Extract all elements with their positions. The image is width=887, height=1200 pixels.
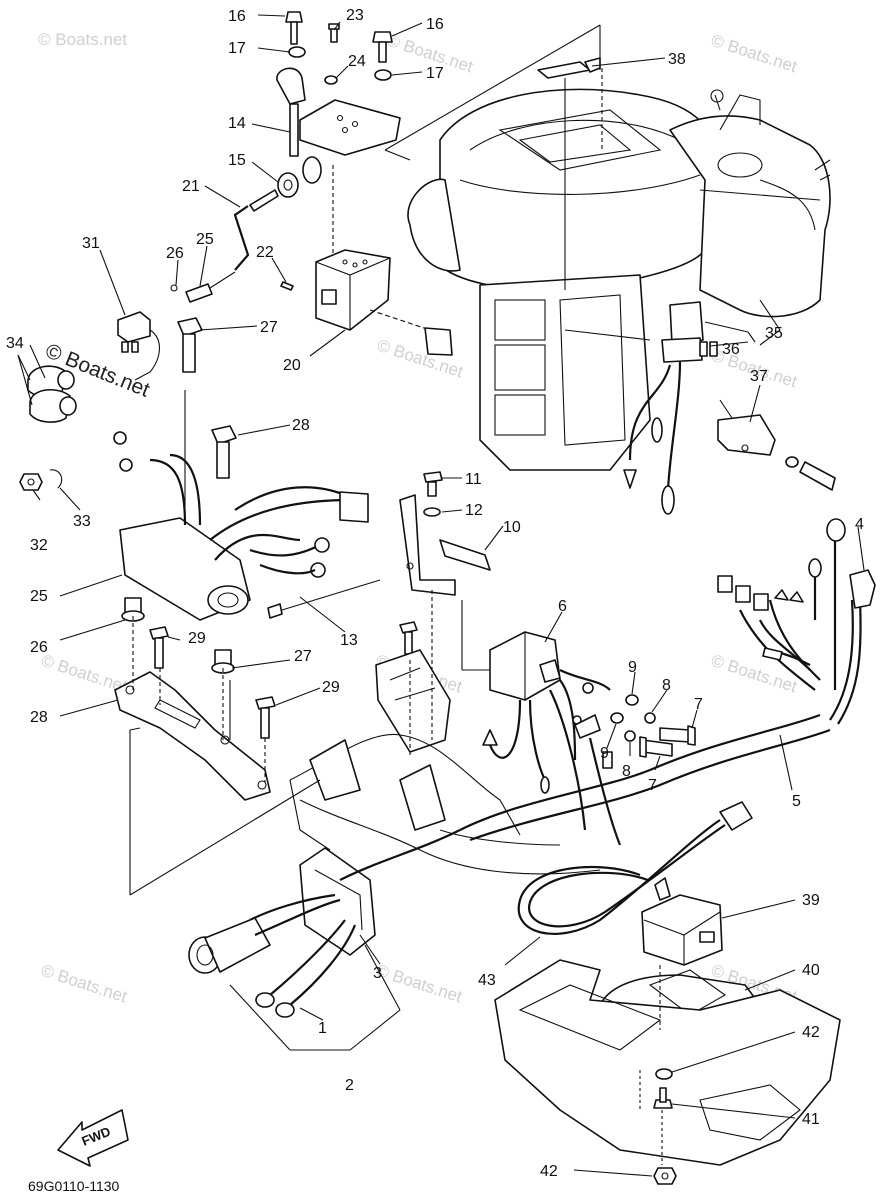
part-3-grommet: [249, 829, 461, 956]
part-7-8-9-hardware: [610, 694, 696, 758]
callout-39: 40: [802, 962, 820, 979]
callout-38: 39: [802, 892, 820, 909]
callout-9b: 9: [600, 745, 609, 762]
part-30-switch: [117, 311, 160, 381]
part-37-clip: [537, 57, 603, 290]
callout-18: 20: [283, 357, 301, 374]
callout-16a: 16: [228, 8, 246, 25]
callout-34: 35: [765, 325, 783, 342]
part-36-bracket: [717, 414, 836, 491]
callout-43: 43: [478, 972, 496, 989]
callout-5: 5: [792, 793, 801, 810]
callout-7a: 7: [694, 696, 703, 713]
callout-3: 3: [373, 965, 382, 982]
part-5-harness: [459, 518, 876, 842]
callout-21: 23: [346, 7, 364, 24]
callout-24: 26: [166, 245, 184, 262]
phantom-lines: [129, 390, 661, 1030]
callout-41: 42: [802, 1024, 820, 1041]
watermark: © Boats.net: [374, 961, 465, 1007]
watermark: © Boats.net: [38, 30, 127, 49]
callout-28: 28: [30, 709, 48, 726]
callout-16b: 16: [426, 16, 444, 33]
part-27-bolts: [177, 317, 237, 479]
part-6-rectifier: [482, 631, 622, 846]
callout-29a: 29: [188, 630, 206, 647]
callout-17a: 17: [228, 40, 246, 57]
engine-assembly: [407, 88, 831, 471]
watermark: © Boats.net: [39, 961, 130, 1007]
diagram-code: 69G0110-1130: [28, 1178, 120, 1194]
callout-10: 10: [503, 519, 521, 536]
callout-40: 41: [802, 1111, 820, 1128]
callout-6: 6: [558, 598, 567, 615]
callout-35: 36: [722, 341, 740, 358]
part-13-tie: [267, 579, 381, 619]
part-26-spacers: [121, 597, 235, 674]
callout-26a: 26: [30, 639, 48, 656]
watermark: © Boats.net: [375, 336, 466, 382]
part-28-plate: [114, 671, 271, 801]
callout-9a: 9: [628, 659, 637, 676]
watermark: © Boats.net: [709, 31, 800, 77]
callout-11: 11: [465, 471, 482, 488]
part-34-connector: [564, 301, 741, 515]
mid-bracket: [375, 649, 451, 753]
callout-37: 38: [668, 51, 686, 68]
callout-17b: 17: [426, 65, 444, 82]
watermark: © Boats.net: [709, 651, 800, 697]
callout-4: 4: [855, 516, 864, 533]
part-1-plug: [188, 898, 357, 1018]
part-33-caps: [27, 365, 77, 423]
callout-32: 33: [73, 513, 91, 530]
callout-15: 15: [228, 152, 246, 169]
callout-20: 22: [256, 244, 274, 261]
lower-cowl: [289, 733, 601, 875]
callout-33: 34: [6, 335, 24, 352]
part-25-unit: [113, 431, 369, 621]
callout-22: 24: [348, 53, 366, 70]
part-43-cable: [517, 801, 753, 935]
callout-14: 14: [228, 115, 246, 132]
callout-8a: 8: [662, 677, 671, 694]
callout-42: 42: [540, 1163, 558, 1180]
part-31-32: [19, 469, 63, 491]
callout-8b: 8: [622, 763, 631, 780]
callout-25: 25: [30, 588, 48, 605]
callout-1: 1: [318, 1020, 327, 1037]
callout-13: 13: [340, 632, 358, 649]
callout-7b: 7: [648, 777, 657, 794]
callout-leaders: [17, 14, 865, 1177]
callout-27b: 28: [292, 417, 310, 434]
fwd-arrow-icon: FWD: [57, 1109, 129, 1167]
bracket-group-top: [170, 11, 601, 356]
part-10-bracket: [399, 471, 491, 596]
callout-30: 31: [82, 235, 100, 252]
callout-19: 21: [182, 178, 200, 195]
callout-2: 2: [345, 1077, 354, 1094]
part-38-module: [641, 894, 723, 966]
callout-29b: 29: [322, 679, 340, 696]
callout-27a: 27: [260, 319, 278, 336]
callout-12: 12: [465, 502, 483, 519]
part-40-41-42: [653, 1068, 677, 1185]
callout-labels: 16 17 23 16 24 17 38 14 15 21 31 25 26 2…: [6, 7, 864, 1180]
callout-36: 37: [750, 368, 768, 385]
callout-23: 25: [196, 231, 214, 248]
callout-31: 32: [30, 537, 48, 554]
callout-26b: 27: [294, 648, 312, 665]
